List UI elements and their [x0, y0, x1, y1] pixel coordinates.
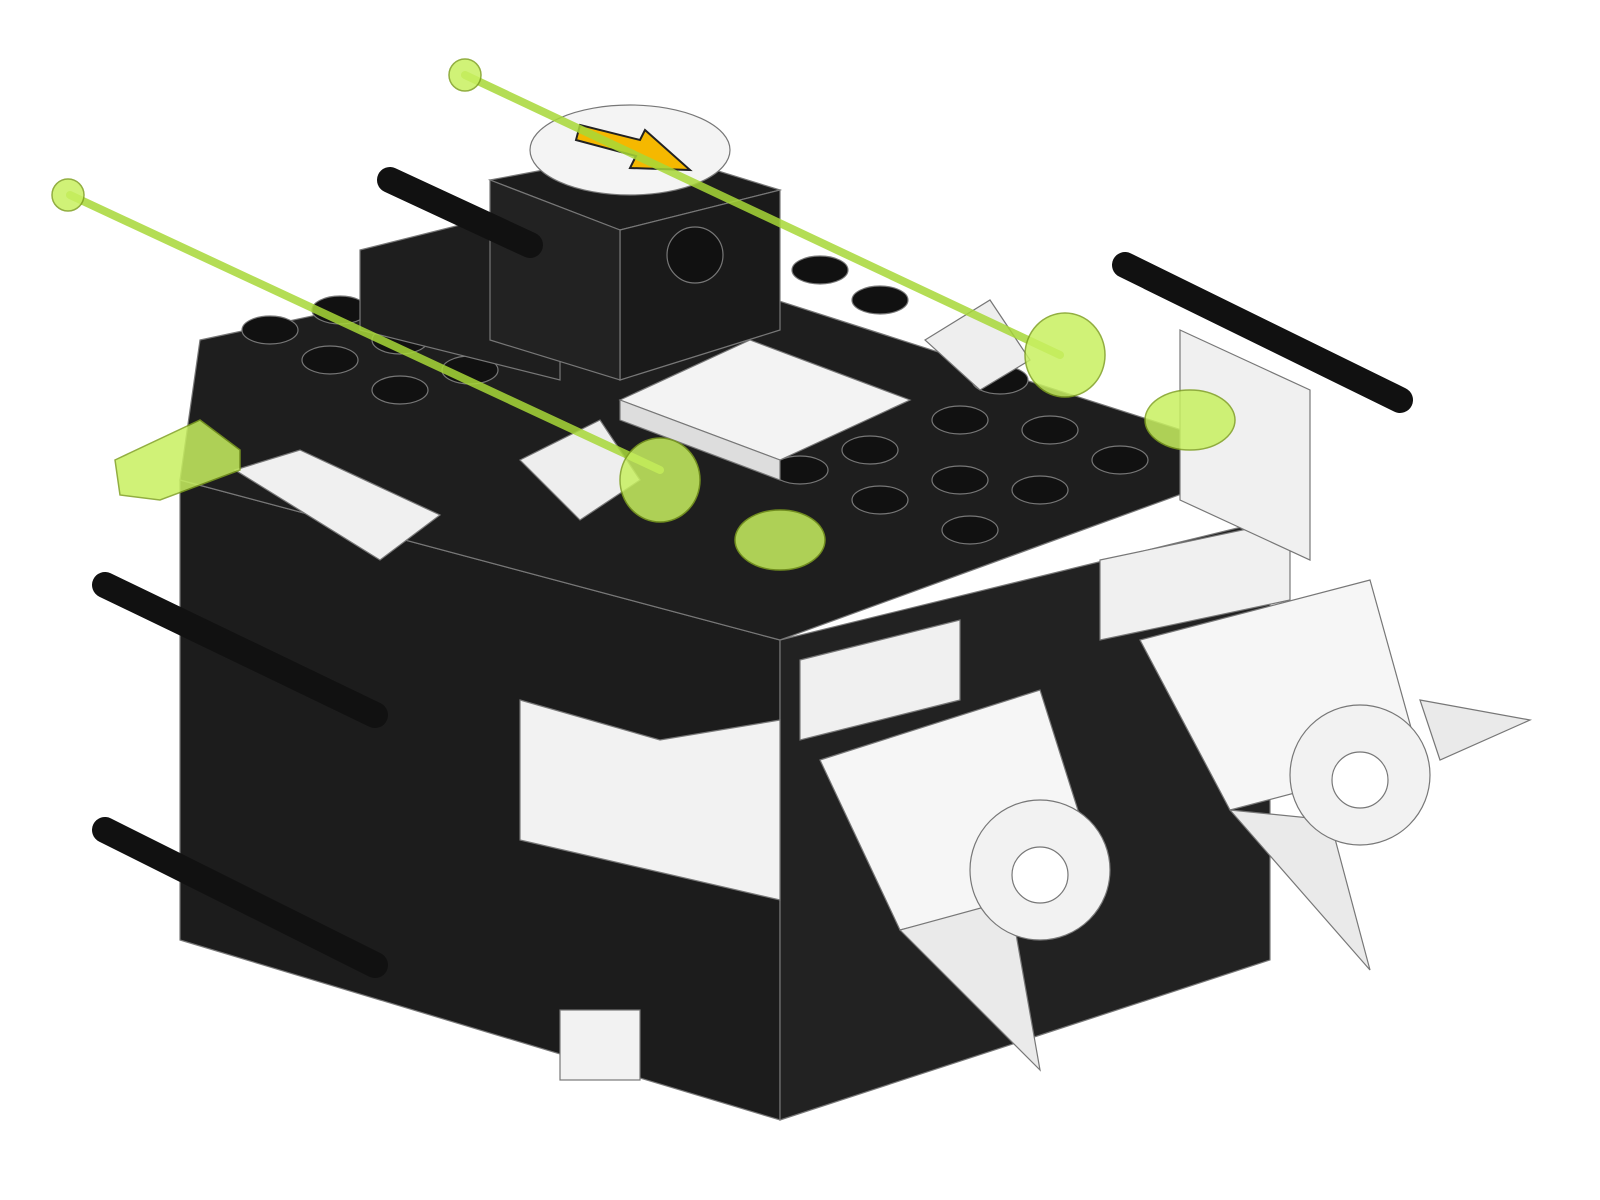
engine-right [1099, 519, 1533, 971]
engine-left [799, 619, 1111, 1072]
